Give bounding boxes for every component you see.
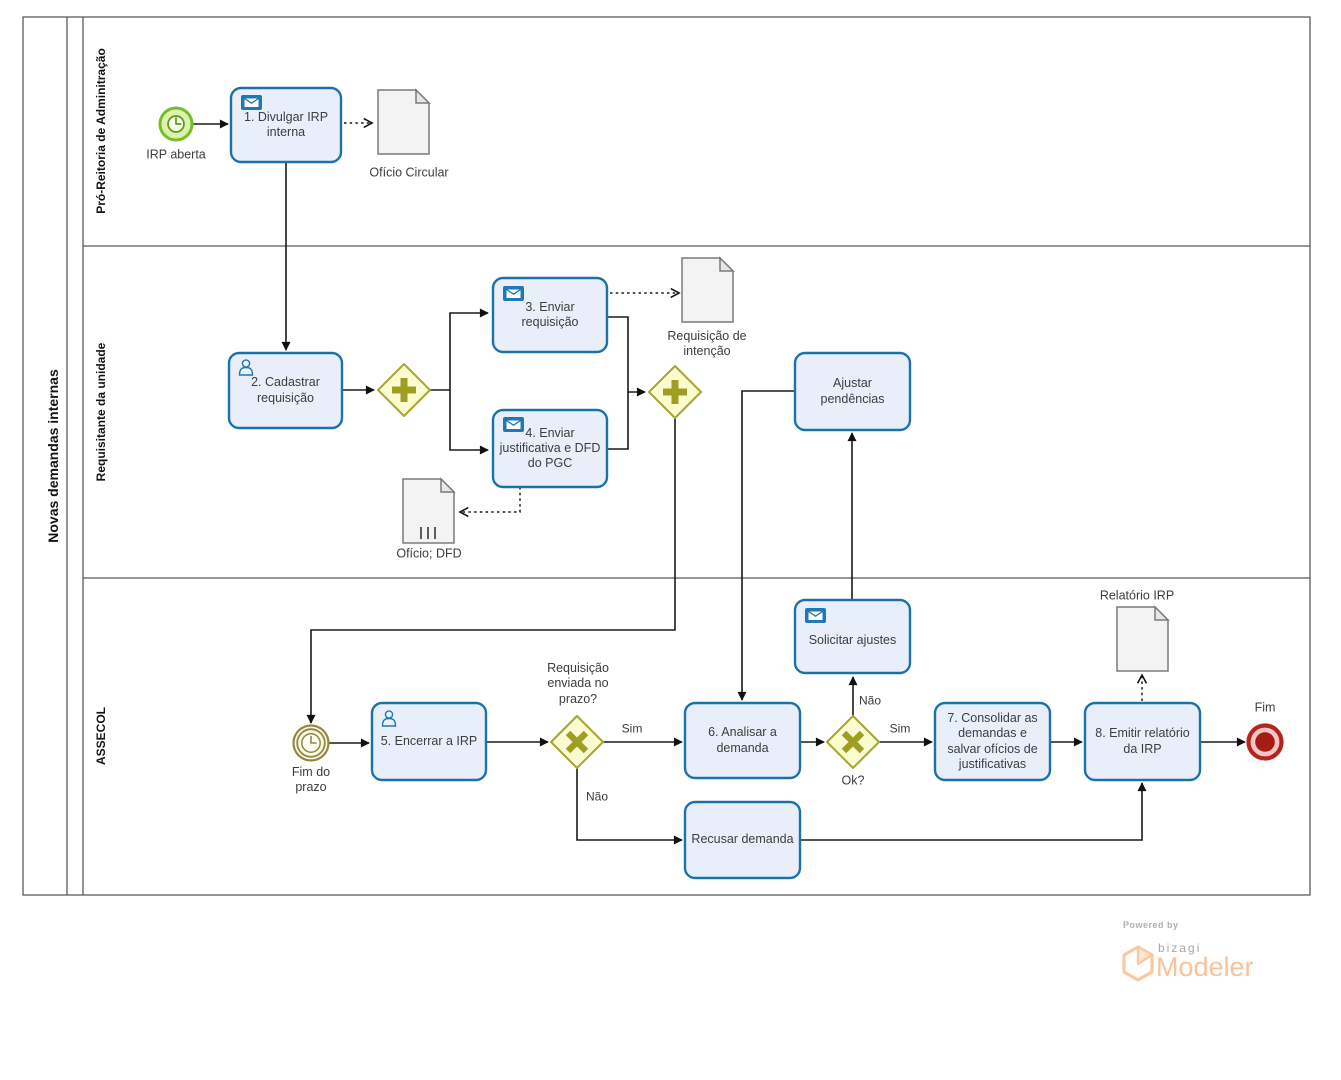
document-fold-icon xyxy=(1154,605,1170,621)
modeler-product-text: Modeler xyxy=(1156,952,1254,982)
user-icon xyxy=(238,359,254,376)
powered-by-text: Powered by xyxy=(1123,920,1179,930)
edge-label-sim-prazo: Sim xyxy=(621,721,643,736)
message-icon xyxy=(241,95,262,110)
task-recusar-demanda[interactable] xyxy=(683,800,802,880)
task-5-label: 5. Encerrar a IRP xyxy=(380,733,478,748)
task-2-cadastrar-requisicao[interactable] xyxy=(227,351,344,430)
bizagi-modeler-logo: Powered by bizagi Modeler xyxy=(1120,920,1290,990)
document-oficio-circular[interactable] xyxy=(377,89,430,155)
document-requisicao-intencao[interactable] xyxy=(681,257,734,323)
timer-event-label: Fim do prazo xyxy=(291,764,331,794)
lane-label-requisitante: Requisitante da unidade xyxy=(94,342,108,482)
start-event-label: IRP aberta xyxy=(146,147,206,162)
task-ajustar-label: Ajustar pendências xyxy=(820,376,885,406)
bizagi-brand-text: bizagi xyxy=(1158,941,1202,955)
message-icon xyxy=(503,417,524,432)
document-oficio-circular-label: Ofício Circular xyxy=(369,165,449,180)
edge-label-nao-ok: Não xyxy=(858,693,882,708)
end-event-fim[interactable] xyxy=(1246,723,1284,761)
task-solicitar-label: Solicitar ajustes xyxy=(808,632,897,647)
flow-gateway3-nao-recusar xyxy=(576,768,683,845)
flow-ajustar-to-task6 xyxy=(737,390,795,701)
user-icons xyxy=(238,359,397,727)
flow-gateway1-to-task3 xyxy=(430,308,489,391)
document-fold-icon xyxy=(415,88,431,104)
pool-border xyxy=(22,16,1311,896)
document-oficio-dfd-label: Ofício; DFD xyxy=(396,546,462,561)
document-relatorio-label: Relatório IRP xyxy=(1099,588,1175,603)
task-ajustar-pendencias[interactable] xyxy=(793,351,912,432)
flow-task3-to-gateway2 xyxy=(607,316,646,397)
task-8-emitir-relatorio[interactable] xyxy=(1083,701,1202,782)
message-icons xyxy=(241,95,826,623)
lane-label-pro-reitoria: Pró-Reitoria de Adminitração xyxy=(94,48,108,214)
lane-label-assecol: ASSECOL xyxy=(94,706,108,766)
task-3-label: 3. Enviar requisição xyxy=(521,299,579,329)
clock-icon xyxy=(167,115,185,133)
task-7-label: 7. Consolidar as demandas e salvar ofíci… xyxy=(947,711,1038,771)
task-6-analisar-demanda[interactable] xyxy=(683,701,802,780)
association-task4-oficio-dfd xyxy=(458,487,521,518)
user-icon xyxy=(381,710,397,727)
flow-gateway1-to-task4 xyxy=(449,390,489,455)
document-fold-icon xyxy=(440,477,456,493)
task-2-label: 2. Cadastrar requisição xyxy=(251,375,320,405)
message-icon xyxy=(805,608,826,623)
end-event-label: Fim xyxy=(1254,700,1276,715)
task-6-label: 6. Analisar a demanda xyxy=(708,725,777,755)
collection-marker-icon xyxy=(420,527,436,539)
task-5-encerrar-irp[interactable] xyxy=(370,701,488,782)
start-event-irp-aberta[interactable] xyxy=(158,106,194,142)
flow-gateway2-to-timer xyxy=(306,418,676,724)
edge-label-sim-ok: Sim xyxy=(889,721,911,736)
document-oficio-dfd[interactable] xyxy=(402,478,455,544)
intermediate-timer-event[interactable] xyxy=(292,724,330,762)
gateway-prazo-label: Requisição enviada no prazo? xyxy=(547,661,609,706)
edge-label-nao-prazo: Não xyxy=(585,789,609,804)
task-4-label: 4. Enviar justificativa e DFD do PGC xyxy=(499,425,601,471)
flow-task4-to-gateway2 xyxy=(607,392,629,450)
parallel-plus-icon xyxy=(392,378,687,404)
exclusive-x-icon xyxy=(565,730,865,754)
pool-title: Novas demandas internas xyxy=(45,369,61,543)
message-icon xyxy=(503,286,524,301)
bizagi-hexagon-icon xyxy=(1122,945,1154,982)
gateway-ok-label: Ok? xyxy=(841,773,865,788)
task-7-consolidar-demandas[interactable] xyxy=(933,701,1052,782)
task-1-label: 1. Divulgar IRP interna xyxy=(243,109,329,139)
timer-clock-icon xyxy=(301,733,321,753)
document-requisicao-label: Requisição de intenção xyxy=(667,328,747,358)
document-relatorio-irp[interactable] xyxy=(1116,606,1169,672)
task-8-label: 8. Emitir relatório da IRP xyxy=(1095,726,1190,756)
task-recusar-label: Recusar demanda xyxy=(691,832,794,847)
document-fold-icon xyxy=(719,256,735,272)
flow-recusar-to-task8 xyxy=(800,782,1147,841)
